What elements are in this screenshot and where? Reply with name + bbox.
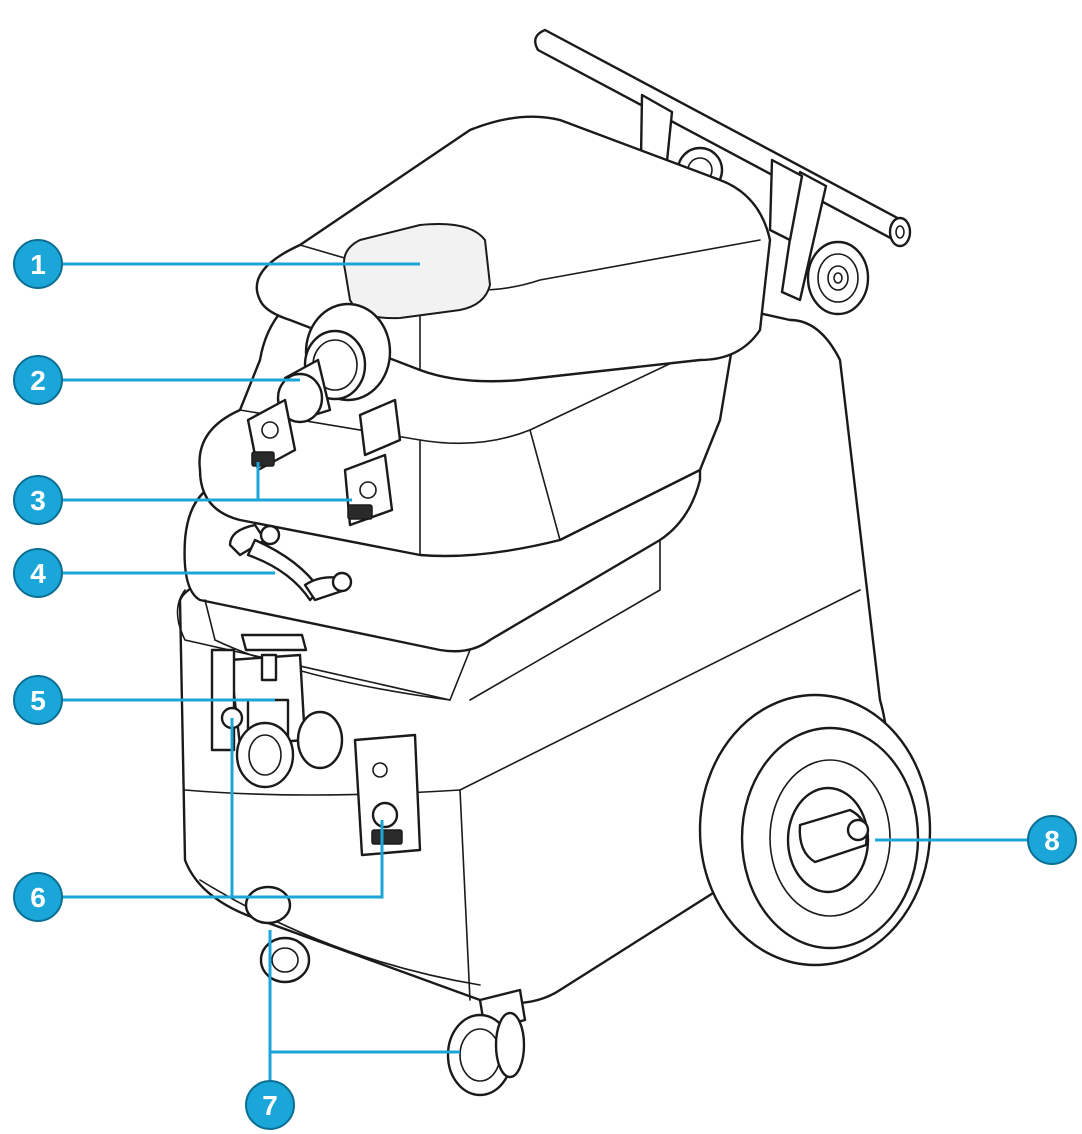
tank-latch-right [343,398,402,527]
svg-text:5: 5 [30,685,46,716]
dump-valve [210,633,344,789]
lid-cover [343,223,491,320]
callout-badge-4: 4 [13,548,63,598]
vacuum-inlet-port [276,302,392,424]
svg-text:7: 7 [262,1090,278,1121]
callout-badge-3: 3 [13,475,63,525]
svg-text:8: 8 [1044,825,1060,856]
front-caster-right [446,988,527,1097]
rear-wheel [698,693,932,967]
svg-text:2: 2 [30,365,46,396]
callout-6-leader-branch [232,820,384,899]
callout-badge-5: 5 [13,675,63,725]
tank-latch-left [246,398,297,472]
callout-badge-7: 7 [245,1080,295,1130]
quick-connect-right [353,733,422,857]
svg-text:3: 3 [30,485,46,516]
svg-text:1: 1 [30,249,46,280]
callout-group: 1 2 3 4 5 6 7 8 [13,239,1077,1130]
carry-handle [228,523,353,602]
callout-badge-8: 8 [1027,815,1077,865]
callout-badge-1: 1 [13,239,63,289]
svg-text:4: 4 [30,558,46,589]
callout-badge-6: 6 [13,872,63,922]
callout-badge-2: 2 [13,355,63,405]
svg-text:6: 6 [30,882,46,913]
upper-rear-wheel-right [806,240,870,316]
callout-7-leader [268,1050,460,1105]
